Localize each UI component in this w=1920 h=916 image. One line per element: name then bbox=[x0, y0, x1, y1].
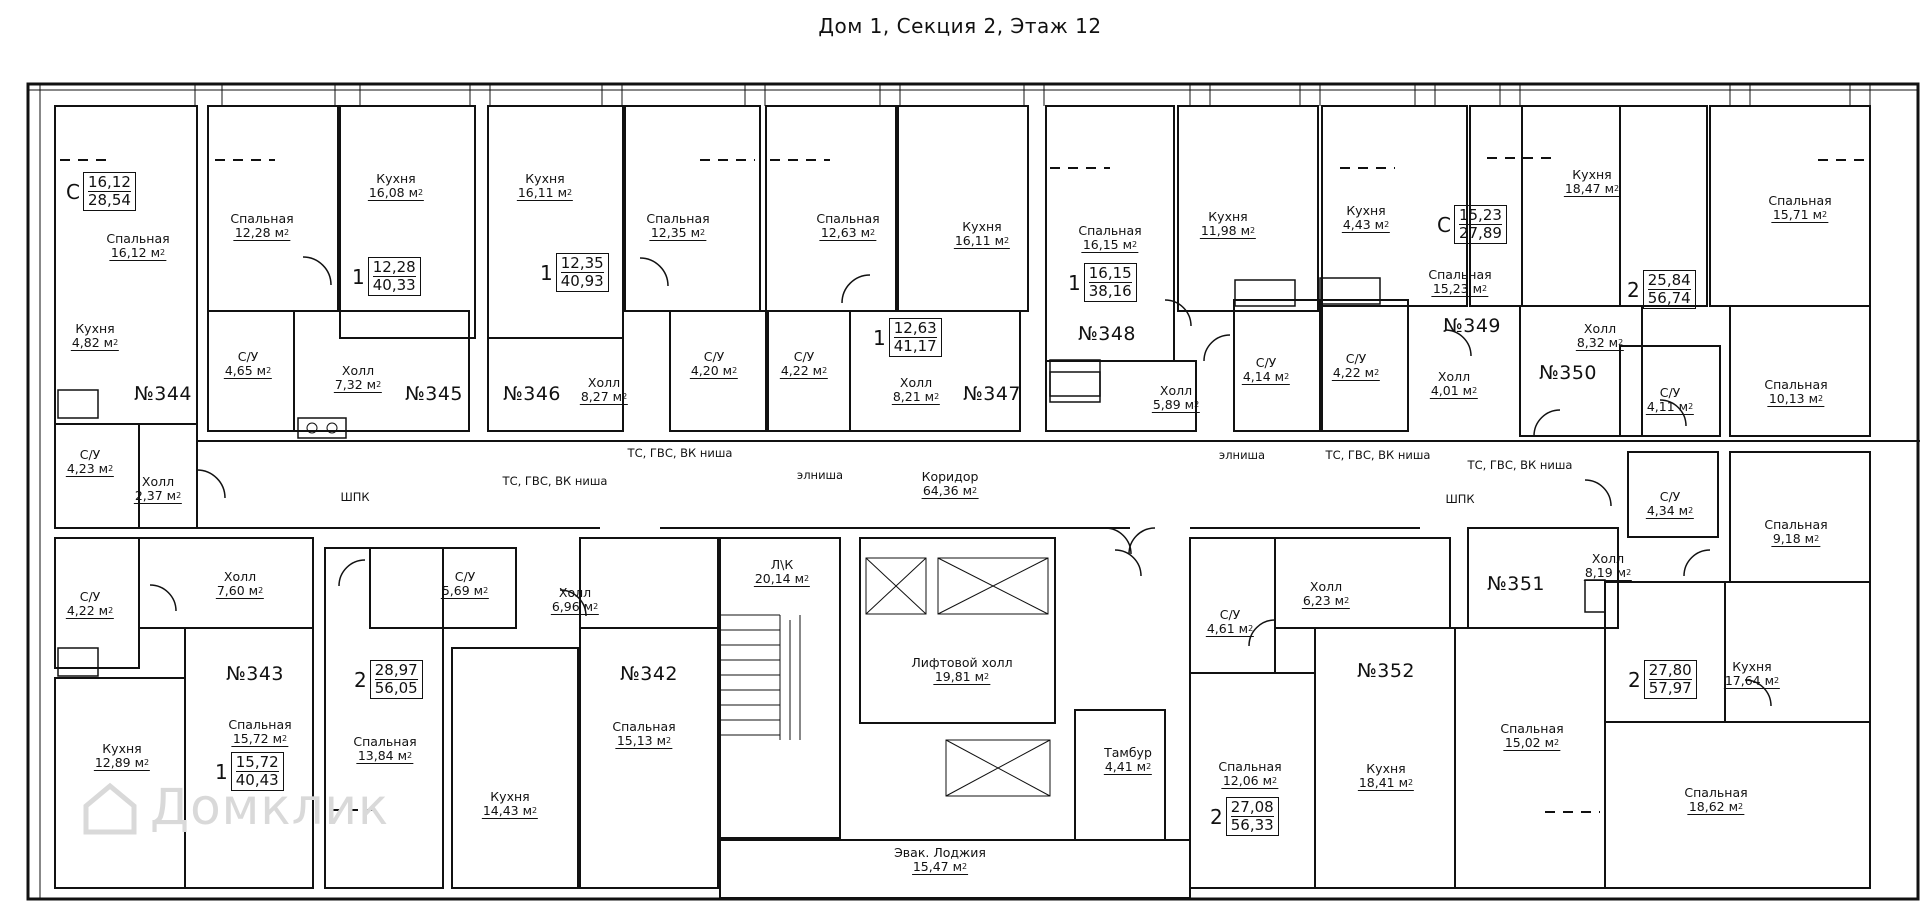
utility-note: элниша bbox=[1218, 448, 1266, 462]
apartment-label: №350 bbox=[1538, 362, 1598, 384]
apartment-label: №342 bbox=[619, 663, 679, 685]
watermark: Домклик bbox=[150, 778, 390, 836]
apartment-label: №348 bbox=[1077, 323, 1137, 345]
utility-note: ШПК bbox=[1445, 492, 1475, 506]
page-title: Дом 1, Секция 2, Этаж 12 bbox=[818, 14, 1102, 38]
apartment-label: №345 bbox=[404, 383, 464, 405]
utility-note: ТС, ГВС, ВК ниша bbox=[627, 446, 733, 460]
utility-note: элниша bbox=[796, 468, 844, 482]
apartment-label: №346 bbox=[502, 383, 562, 405]
utility-note: ТС, ГВС, ВК ниша bbox=[1325, 448, 1431, 462]
apartment-label: №352 bbox=[1356, 660, 1416, 682]
utility-note: ТС, ГВС, ВК ниша bbox=[1467, 458, 1573, 472]
apartment-label: №351 bbox=[1486, 573, 1546, 595]
utility-note: ШПК bbox=[340, 490, 370, 504]
apartment-label: №349 bbox=[1442, 315, 1502, 337]
apartment-label: №347 bbox=[962, 383, 1022, 405]
apartment-label: №344 bbox=[133, 383, 193, 405]
house-logo-icon bbox=[83, 782, 137, 835]
utility-note: ТС, ГВС, ВК ниша bbox=[502, 474, 608, 488]
apartment-label: №343 bbox=[225, 663, 285, 685]
